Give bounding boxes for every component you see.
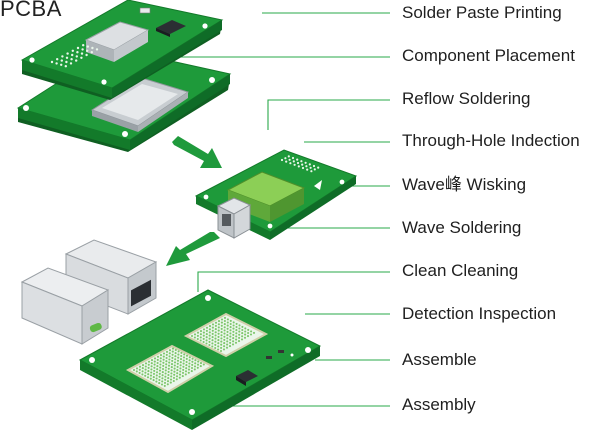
middle-board-pads <box>280 155 320 173</box>
leader-lines <box>170 12 390 407</box>
step-label-assembly: Assembly <box>402 395 476 414</box>
upper-board-pads <box>50 44 99 68</box>
upper-board-ic <box>156 20 186 37</box>
step-label-component-placement: Component Placement <box>402 46 575 65</box>
board-bottom <box>78 289 322 430</box>
board-lower <box>16 47 232 152</box>
rj45-connectors <box>20 239 158 345</box>
step-label-reflow-soldering: Reflow Soldering <box>402 89 531 108</box>
board-middle <box>194 149 358 240</box>
diagram-title: PCBA <box>0 0 62 21</box>
step-label-through-hole: Through-Hole Indection <box>402 131 580 150</box>
step-label-solder-paste-printing: Solder Paste Printing <box>402 3 562 22</box>
leader-line-reflow <box>267 99 390 130</box>
step-label-clean-cleaning: Clean Cleaning <box>402 261 519 280</box>
process-arrow-2 <box>166 232 220 266</box>
process-arrow-1 <box>172 136 222 168</box>
bga-grid-right <box>183 312 269 358</box>
step-label-wave-wisking: Wave峰 Wisking <box>402 175 527 194</box>
middle-board-connector <box>216 197 252 239</box>
lower-board-chip <box>90 77 190 132</box>
upper-board-chip <box>84 21 150 62</box>
step-label-detection-inspection: Detection Inspection <box>402 304 557 323</box>
step-label-assemble: Assemble <box>402 350 477 369</box>
bottom-board-ic <box>236 370 258 386</box>
step-label-wave-soldering: Wave Soldering <box>402 218 522 237</box>
leader-line-cleaning <box>197 271 390 292</box>
bga-grid-left <box>125 344 215 394</box>
board-upper <box>20 0 224 100</box>
